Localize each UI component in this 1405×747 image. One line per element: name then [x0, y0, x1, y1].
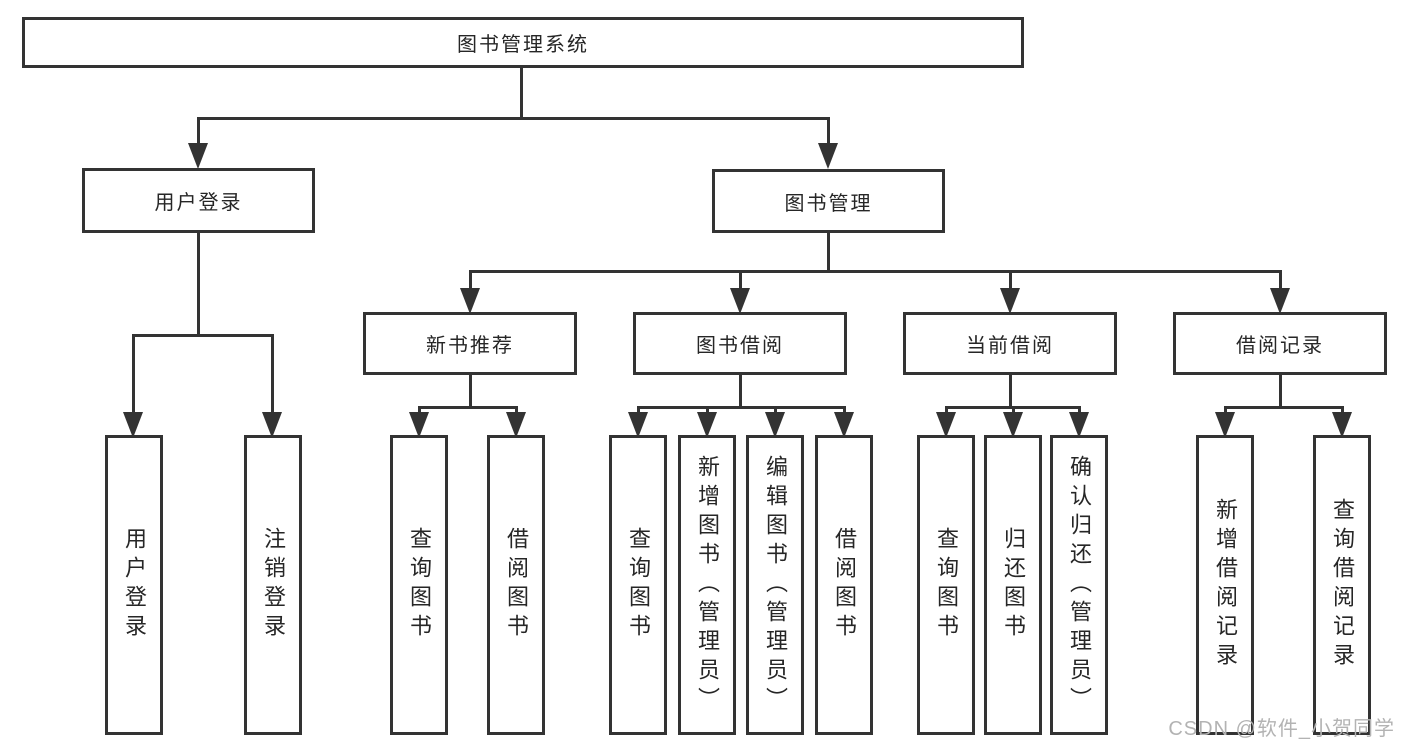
arrowhead-icon	[506, 412, 526, 438]
node-root: 图书管理系统	[22, 17, 1024, 68]
connector-line	[636, 405, 846, 409]
connector-line	[131, 333, 274, 337]
connector-line	[826, 230, 830, 273]
connector-line	[1008, 373, 1012, 409]
node-current-borrow: 当前借阅	[903, 312, 1117, 375]
node-leaf-borrow-book-2-label: 借阅图书	[832, 527, 857, 643]
arrowhead-icon	[818, 143, 838, 169]
node-leaf-add-record-label: 新增借阅记录	[1213, 498, 1238, 672]
arrowhead-icon	[1069, 412, 1089, 438]
connector-line	[738, 373, 742, 409]
arrowhead-icon	[1003, 412, 1023, 438]
node-leaf-confirm-return-label: 确认归还（管理员）	[1067, 454, 1092, 716]
arrowhead-icon	[936, 412, 956, 438]
node-leaf-query-book-1-label: 查询图书	[407, 527, 432, 643]
node-new-book-rec-label: 新书推荐	[426, 335, 514, 357]
node-leaf-query-book-1: 查询图书	[390, 435, 448, 735]
arrowhead-icon	[123, 412, 143, 438]
node-user-login-label: 用户登录	[154, 192, 243, 214]
connector-line	[1008, 271, 1012, 294]
arrowhead-icon	[1215, 412, 1235, 438]
node-book-borrow: 图书借阅	[633, 312, 847, 375]
node-leaf-borrow-book-1: 借阅图书	[487, 435, 545, 735]
node-new-book-rec: 新书推荐	[363, 312, 577, 375]
node-leaf-confirm-return: 确认归还（管理员）	[1050, 435, 1108, 735]
connector-line	[196, 230, 200, 337]
node-leaf-query-book-3-label: 查询图书	[934, 527, 959, 643]
arrowhead-icon	[1000, 288, 1020, 314]
node-leaf-user-login: 用户登录	[105, 435, 163, 735]
arrowhead-icon	[262, 412, 282, 438]
node-borrow-records: 借阅记录	[1173, 312, 1387, 375]
node-leaf-query-record-label: 查询借阅记录	[1330, 498, 1355, 672]
arrowhead-icon	[834, 412, 854, 438]
arrowhead-icon	[409, 412, 429, 438]
node-leaf-query-book-3: 查询图书	[917, 435, 975, 735]
node-leaf-borrow-book-1-label: 借阅图书	[504, 527, 529, 643]
arrowhead-icon	[730, 288, 750, 314]
node-leaf-logout-label: 注销登录	[261, 527, 286, 643]
arrowhead-icon	[765, 412, 785, 438]
connector-line	[196, 116, 830, 120]
node-root-label: 图书管理系统	[457, 34, 589, 56]
connector-line	[468, 271, 472, 294]
arrowhead-icon	[697, 412, 717, 438]
arrowhead-icon	[1332, 412, 1352, 438]
node-leaf-edit-book: 编辑图书（管理员）	[746, 435, 804, 735]
node-book-mgmt-label: 图书管理	[784, 192, 873, 215]
connector-line	[131, 335, 135, 418]
node-leaf-add-book: 新增图书（管理员）	[678, 435, 736, 735]
node-leaf-return-book-label: 归还图书	[1001, 527, 1026, 643]
connector-line	[1278, 373, 1282, 409]
connector-line	[417, 405, 518, 409]
node-book-borrow-label: 图书借阅	[696, 335, 784, 357]
connector-line	[1278, 271, 1282, 294]
connector-line	[468, 269, 1282, 273]
watermark: CSDN @软件_小贺同学	[1168, 718, 1395, 740]
connector-line	[1223, 405, 1344, 409]
node-current-borrow-label: 当前借阅	[966, 335, 1054, 357]
node-leaf-borrow-book-2: 借阅图书	[815, 435, 873, 735]
arrowhead-icon	[628, 412, 648, 438]
node-leaf-return-book: 归还图书	[984, 435, 1042, 735]
node-leaf-logout: 注销登录	[244, 435, 302, 735]
arrowhead-icon	[188, 143, 208, 169]
node-user-login: 用户登录	[82, 168, 315, 233]
arrowhead-icon	[460, 288, 480, 314]
connector-line	[519, 65, 523, 120]
connector-line	[468, 373, 472, 409]
arrowhead-icon	[1270, 288, 1290, 314]
connector-line	[826, 118, 830, 149]
node-leaf-query-record: 查询借阅记录	[1313, 435, 1371, 735]
node-borrow-records-label: 借阅记录	[1236, 335, 1324, 357]
connector-line	[738, 271, 742, 294]
node-leaf-user-login-label: 用户登录	[122, 527, 147, 643]
node-leaf-add-book-label: 新增图书（管理员）	[695, 454, 720, 716]
node-leaf-query-book-2-label: 查询图书	[626, 527, 651, 643]
node-leaf-edit-book-label: 编辑图书（管理员）	[763, 454, 788, 716]
node-leaf-query-book-2: 查询图书	[609, 435, 667, 735]
node-book-mgmt: 图书管理	[712, 169, 945, 233]
connector-line	[270, 335, 274, 418]
connector-line	[196, 118, 200, 149]
node-leaf-add-record: 新增借阅记录	[1196, 435, 1254, 735]
